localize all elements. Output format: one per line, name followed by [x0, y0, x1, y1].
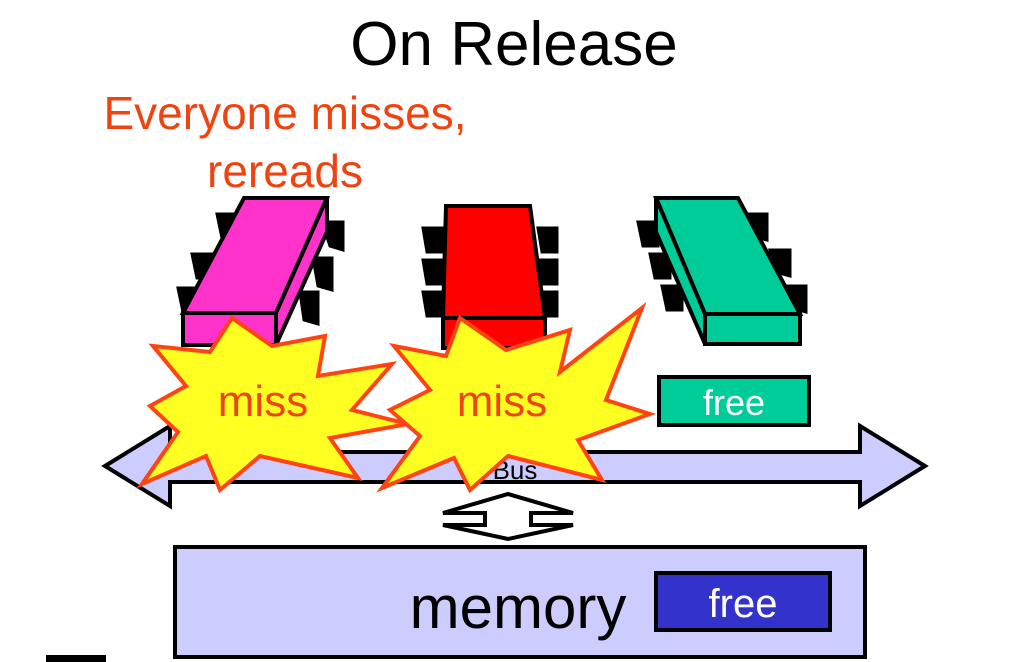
subtitle-line-1: Everyone misses, — [103, 87, 467, 139]
miss-label-2: miss — [457, 377, 547, 426]
memory-state-box — [654, 571, 832, 632]
corner-mark — [46, 655, 106, 662]
cache-free-3: free — [657, 375, 811, 427]
cache-free-label: free — [703, 382, 765, 423]
chip-side-3 — [654, 197, 707, 345]
bus-memory-arrow — [442, 491, 574, 542]
subtitle-line-2: rereads — [207, 145, 363, 197]
slide-title: On Release — [350, 10, 678, 79]
chip-side-1 — [274, 197, 329, 346]
memory-label: memory — [410, 574, 627, 641]
cache-free-box — [657, 375, 811, 427]
miss-burst-2: miss — [376, 301, 657, 494]
processor-3 — [636, 196, 808, 346]
slide-subtitle: Everyone misses, rereads — [60, 84, 510, 200]
memory-state-label: free — [709, 582, 778, 626]
chip-front-3 — [703, 312, 802, 346]
processor-2 — [421, 204, 559, 350]
processor-1 — [176, 196, 345, 347]
chip-body-2 — [440, 204, 548, 320]
burst-shape-1 — [136, 315, 409, 494]
burst-shape-2 — [376, 301, 657, 494]
miss-burst-1: miss — [136, 315, 409, 494]
miss-label-1: miss — [218, 377, 308, 426]
